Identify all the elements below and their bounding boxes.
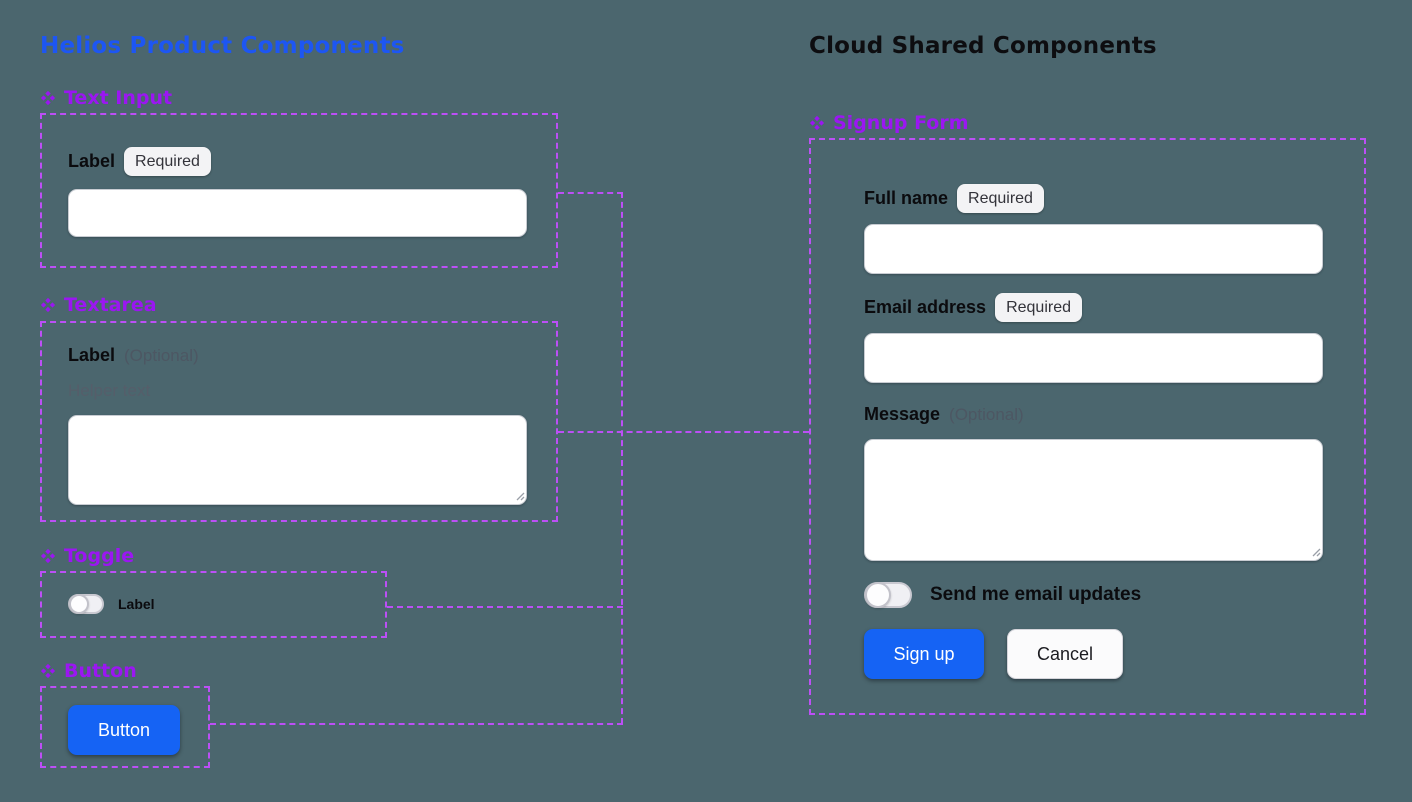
connector-text-input-to-bus (558, 192, 623, 194)
section-header-button: Button (40, 660, 137, 682)
textarea-label-row: Label (Optional) (68, 345, 199, 366)
frame-toggle: Label (40, 571, 387, 638)
toggle-label: Label (118, 596, 155, 612)
component-diamond-icon (809, 115, 825, 131)
sample-button[interactable]: Button (68, 705, 180, 755)
cancel-button[interactable]: Cancel (1007, 629, 1123, 679)
toggle-row: Label (68, 594, 155, 614)
component-diamond-icon (40, 663, 56, 679)
frame-button: Button (40, 686, 210, 768)
frame-textarea: Label (Optional) Helper text (40, 321, 558, 522)
message-textarea[interactable] (864, 439, 1323, 561)
full-name-input[interactable] (864, 224, 1323, 274)
frame-signup-form: Full name Required Email address Require… (809, 138, 1366, 715)
full-name-label-row: Full name Required (864, 184, 1044, 213)
email-label: Email address (864, 297, 987, 317)
updates-toggle-row: Send me email updates (864, 582, 1141, 608)
required-badge: Required (995, 293, 1082, 322)
toggle-knob[interactable] (69, 594, 89, 614)
toggle-knob[interactable] (865, 582, 891, 608)
section-header-label: Toggle (64, 545, 135, 567)
message-label-row: Message (Optional) (864, 404, 1024, 425)
section-header-signup-form: Signup Form (809, 112, 969, 134)
textarea-field[interactable] (68, 415, 527, 505)
frame-text-input: Label Required (40, 113, 558, 268)
section-header-textarea: Textarea (40, 294, 157, 316)
textarea-label: Label (68, 345, 116, 365)
optional-hint: (Optional) (949, 404, 1024, 424)
toggle-switch[interactable] (68, 594, 104, 614)
component-diamond-icon (40, 90, 56, 106)
section-header-text-input: Text Input (40, 87, 172, 109)
updates-toggle-switch[interactable] (864, 582, 912, 608)
component-diamond-icon (40, 297, 56, 313)
section-header-toggle: Toggle (40, 545, 134, 567)
connector-bus-vertical (621, 192, 623, 724)
component-diamond-icon (40, 548, 56, 564)
email-label-row: Email address Required (864, 293, 1082, 322)
section-header-label: Button (64, 660, 137, 682)
email-input[interactable] (864, 333, 1323, 383)
left-panel-title: Helios Product Components (40, 33, 405, 59)
helper-text: Helper text (68, 381, 151, 400)
updates-toggle-label: Send me email updates (930, 584, 1142, 605)
text-input-label: Label (68, 151, 116, 171)
sign-up-button[interactable]: Sign up (864, 629, 984, 679)
required-badge: Required (957, 184, 1044, 213)
connector-toggle-to-bus (387, 606, 623, 608)
message-label: Message (864, 404, 941, 424)
optional-hint: (Optional) (124, 345, 199, 365)
section-header-label: Textarea (64, 294, 157, 316)
right-panel-title: Cloud Shared Components (809, 33, 1157, 59)
section-header-label: Signup Form (833, 112, 969, 134)
full-name-label: Full name (864, 188, 949, 208)
connector-button-to-bus (210, 723, 623, 725)
connector-textarea-to-form (558, 431, 809, 433)
text-input-field[interactable] (68, 189, 527, 237)
section-header-label: Text Input (64, 87, 173, 109)
text-input-label-row: Label Required (68, 147, 211, 176)
required-badge: Required (124, 147, 211, 176)
